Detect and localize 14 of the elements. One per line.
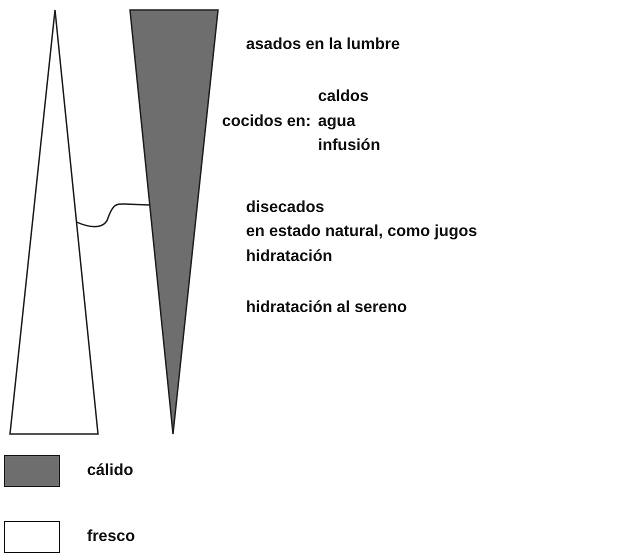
label-text: cocidos en: — [222, 112, 311, 132]
legend-label: cálido — [87, 461, 134, 481]
wavy-line — [76, 203, 150, 228]
triangle-shape — [8, 8, 100, 436]
label-text: hidratación al sereno — [246, 298, 407, 318]
label-text: caldos — [318, 87, 369, 107]
label-text: disecados — [246, 198, 324, 218]
label-text: en estado natural, como jugos — [246, 222, 478, 242]
label-text: agua — [318, 112, 356, 132]
label-text: asados en la lumbre — [246, 35, 400, 55]
label-text: infusión — [318, 136, 380, 156]
legend-label: fresco — [87, 527, 136, 547]
triangle-shape — [128, 8, 220, 436]
label-text: hidratación — [246, 247, 332, 267]
